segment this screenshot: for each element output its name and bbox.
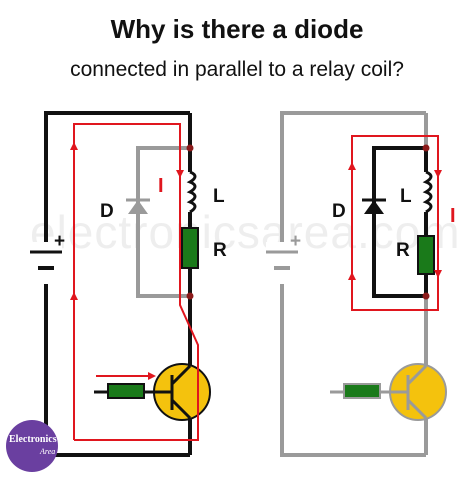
left-junction-top bbox=[186, 144, 194, 152]
left-resistor bbox=[181, 227, 199, 269]
left-battery-gap bbox=[30, 242, 62, 284]
right-transistor-emitter bbox=[406, 398, 428, 420]
left-circuit: + D L R I bbox=[30, 111, 227, 457]
left-label-diode: D bbox=[100, 201, 114, 222]
logo-line2: Area bbox=[39, 447, 55, 456]
left-current-arrow-down bbox=[176, 170, 184, 178]
left-junction-bottom bbox=[186, 292, 194, 300]
right-junction-top bbox=[422, 144, 430, 152]
left-base-resistor bbox=[107, 383, 145, 399]
right-diode-symbol bbox=[364, 200, 384, 214]
watermark: electronicsarea.com bbox=[30, 206, 461, 258]
right-base-resistor bbox=[343, 383, 381, 399]
left-transistor-collector bbox=[170, 364, 192, 386]
right-current-arrow-up bbox=[348, 272, 356, 280]
right-current-arrow-up-2 bbox=[348, 162, 356, 170]
left-label-current: I bbox=[158, 175, 164, 197]
logo-line1: Electronics bbox=[9, 434, 57, 445]
right-label-diode: D bbox=[332, 201, 346, 222]
right-label-resistor: R bbox=[396, 240, 410, 261]
right-resistor bbox=[417, 235, 435, 275]
left-current-arrow-up-2 bbox=[70, 142, 78, 150]
right-battery-plus: + bbox=[290, 231, 301, 252]
right-label-inductor: L bbox=[400, 186, 412, 207]
left-label-inductor: L bbox=[213, 186, 225, 207]
electronics-area-logo: Electronics Area bbox=[6, 420, 58, 472]
left-inductor-coil bbox=[186, 170, 197, 214]
left-current-path bbox=[73, 123, 199, 441]
diagram-title: Why is there a diode bbox=[110, 14, 364, 44]
right-current-arrow-down bbox=[434, 170, 442, 178]
right-battery-gap bbox=[266, 242, 298, 284]
right-current-path bbox=[351, 135, 439, 311]
right-current-arrow-down-2 bbox=[434, 270, 442, 278]
right-transistor-collector bbox=[406, 364, 428, 386]
left-base-current-arrow bbox=[148, 372, 156, 380]
left-current-arrow-up bbox=[70, 292, 78, 300]
left-label-resistor: R bbox=[213, 240, 227, 261]
left-transistor-emitter bbox=[170, 398, 192, 420]
right-circuit: + D L R I bbox=[266, 111, 456, 457]
right-junction-bottom bbox=[422, 292, 430, 300]
left-diode-branch-wire bbox=[136, 146, 190, 298]
logo-circle bbox=[6, 420, 58, 472]
right-label-current: I bbox=[450, 205, 456, 227]
right-inductor-coil bbox=[422, 170, 433, 214]
diagram-subtitle: connected in parallel to a relay coil? bbox=[70, 58, 404, 81]
right-active-loop-wire bbox=[372, 146, 426, 298]
left-diode-symbol bbox=[128, 200, 148, 214]
left-battery-plus: + bbox=[54, 231, 65, 252]
